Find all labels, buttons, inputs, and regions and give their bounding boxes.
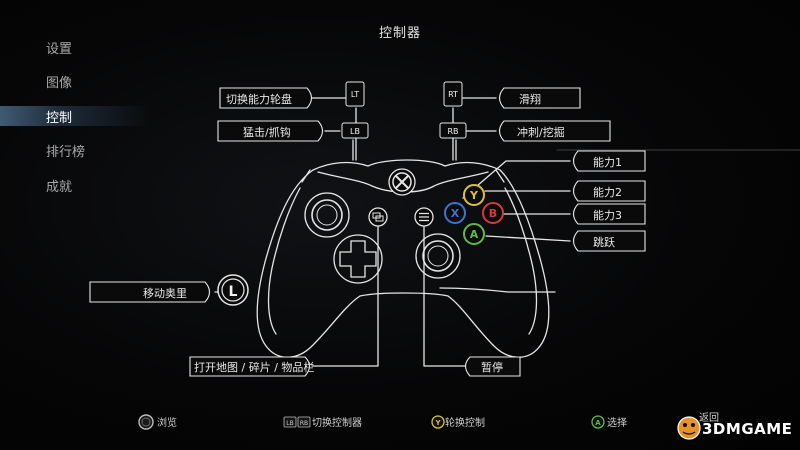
svg-text:RB: RB <box>300 420 308 427</box>
x-button-icon: X <box>444 202 466 224</box>
xbox-logo-icon <box>388 168 416 196</box>
footer-browse[interactable]: 浏览 <box>157 410 177 432</box>
y-button-icon: Y <box>463 184 485 206</box>
callout-a <box>572 230 646 252</box>
label-lb-action: 猛击/抓钩 <box>243 126 291 139</box>
menu-button-icon <box>414 207 434 227</box>
footer-select[interactable]: 选择 <box>607 410 627 432</box>
callout-lt <box>219 87 313 109</box>
label-a-action: 跳跃 <box>593 236 615 249</box>
rt-badge <box>443 81 463 107</box>
callout-b <box>572 203 646 225</box>
callout-y <box>572 180 646 202</box>
footer-rotate-control-label: 轮换控制 <box>445 417 485 429</box>
view-button-icon <box>368 207 388 227</box>
label-y-action: 能力2 <box>593 186 622 199</box>
rb-badge-label: RB <box>447 127 458 136</box>
footer-y-button-icon: Y <box>431 415 445 429</box>
svg-text:B: B <box>489 207 497 220</box>
menu-highlight <box>0 106 150 126</box>
callout-left-stick <box>89 281 211 303</box>
label-left-stick-action: 移动奥里 <box>143 287 187 300</box>
b-button-icon: B <box>482 202 504 224</box>
left-stick-icon <box>304 192 350 238</box>
lb-badge <box>341 122 369 139</box>
right-stick-icon <box>415 233 461 279</box>
svg-text:A: A <box>470 228 479 241</box>
callout-lb <box>217 120 324 142</box>
footer-switch-controller-label: 切换控制器 <box>312 417 362 429</box>
footer-a-button-icon: A <box>591 415 605 429</box>
label-view-action: 打开地图 / 碎片 / 物品栏 <box>194 361 315 374</box>
svg-text:L: L <box>229 284 238 300</box>
label-rt-action: 滑翔 <box>519 93 541 106</box>
footer-lb-rb-icon <box>283 416 311 428</box>
callout-menu <box>464 356 521 377</box>
screen-title: 控制器 <box>378 26 421 41</box>
menu-item-graphics[interactable]: 图像 <box>46 76 73 91</box>
lt-badge-label: LT <box>351 90 359 99</box>
footer-switch-controller[interactable]: 切换控制器 <box>312 410 362 432</box>
footer-stick-icon <box>138 414 154 430</box>
callout-rb <box>498 120 611 142</box>
watermark-text: 3DMGAME <box>702 420 793 438</box>
left-stick-callout-icon: L <box>217 274 249 306</box>
lt-badge <box>345 81 365 107</box>
label-x-action: 能力1 <box>593 156 622 169</box>
menu-item-controls[interactable]: 控制 <box>46 111 73 126</box>
footer-browse-label: 浏览 <box>157 417 177 429</box>
a-button-icon: A <box>463 223 485 245</box>
rb-badge <box>439 122 467 139</box>
menu-item-leaderboard[interactable]: 排行榜 <box>46 145 86 160</box>
footer-rotate-control[interactable]: 轮换控制 <box>445 410 485 432</box>
footer-back-label: 返回 <box>699 412 719 424</box>
svg-text:Y: Y <box>469 189 479 202</box>
callout-rt <box>498 87 581 109</box>
label-b-action: 能力3 <box>593 209 622 222</box>
label-lt-action: 切换能力轮盘 <box>226 93 292 106</box>
callout-x <box>572 150 646 172</box>
label-rb-action: 冲刺/挖掘 <box>517 126 565 139</box>
controller-outline <box>256 159 550 358</box>
lb-badge-label: LB <box>350 127 360 136</box>
svg-text:X: X <box>451 207 460 220</box>
svg-text:LB: LB <box>286 420 293 427</box>
footer-back[interactable]: 返回 <box>699 405 719 427</box>
footer-select-label: 选择 <box>607 417 627 429</box>
svg-text:A: A <box>595 419 601 427</box>
callout-view <box>189 356 311 377</box>
menu-item-achievements[interactable]: 成就 <box>46 180 73 195</box>
watermark-logo-icon <box>677 416 701 440</box>
dpad-icon <box>333 234 383 284</box>
menu-item-settings[interactable]: 设置 <box>46 42 73 57</box>
rt-badge-label: RT <box>448 90 458 99</box>
label-menu-action: 暂停 <box>481 361 503 374</box>
svg-text:Y: Y <box>434 419 441 427</box>
controller-inner-outline <box>267 187 538 335</box>
